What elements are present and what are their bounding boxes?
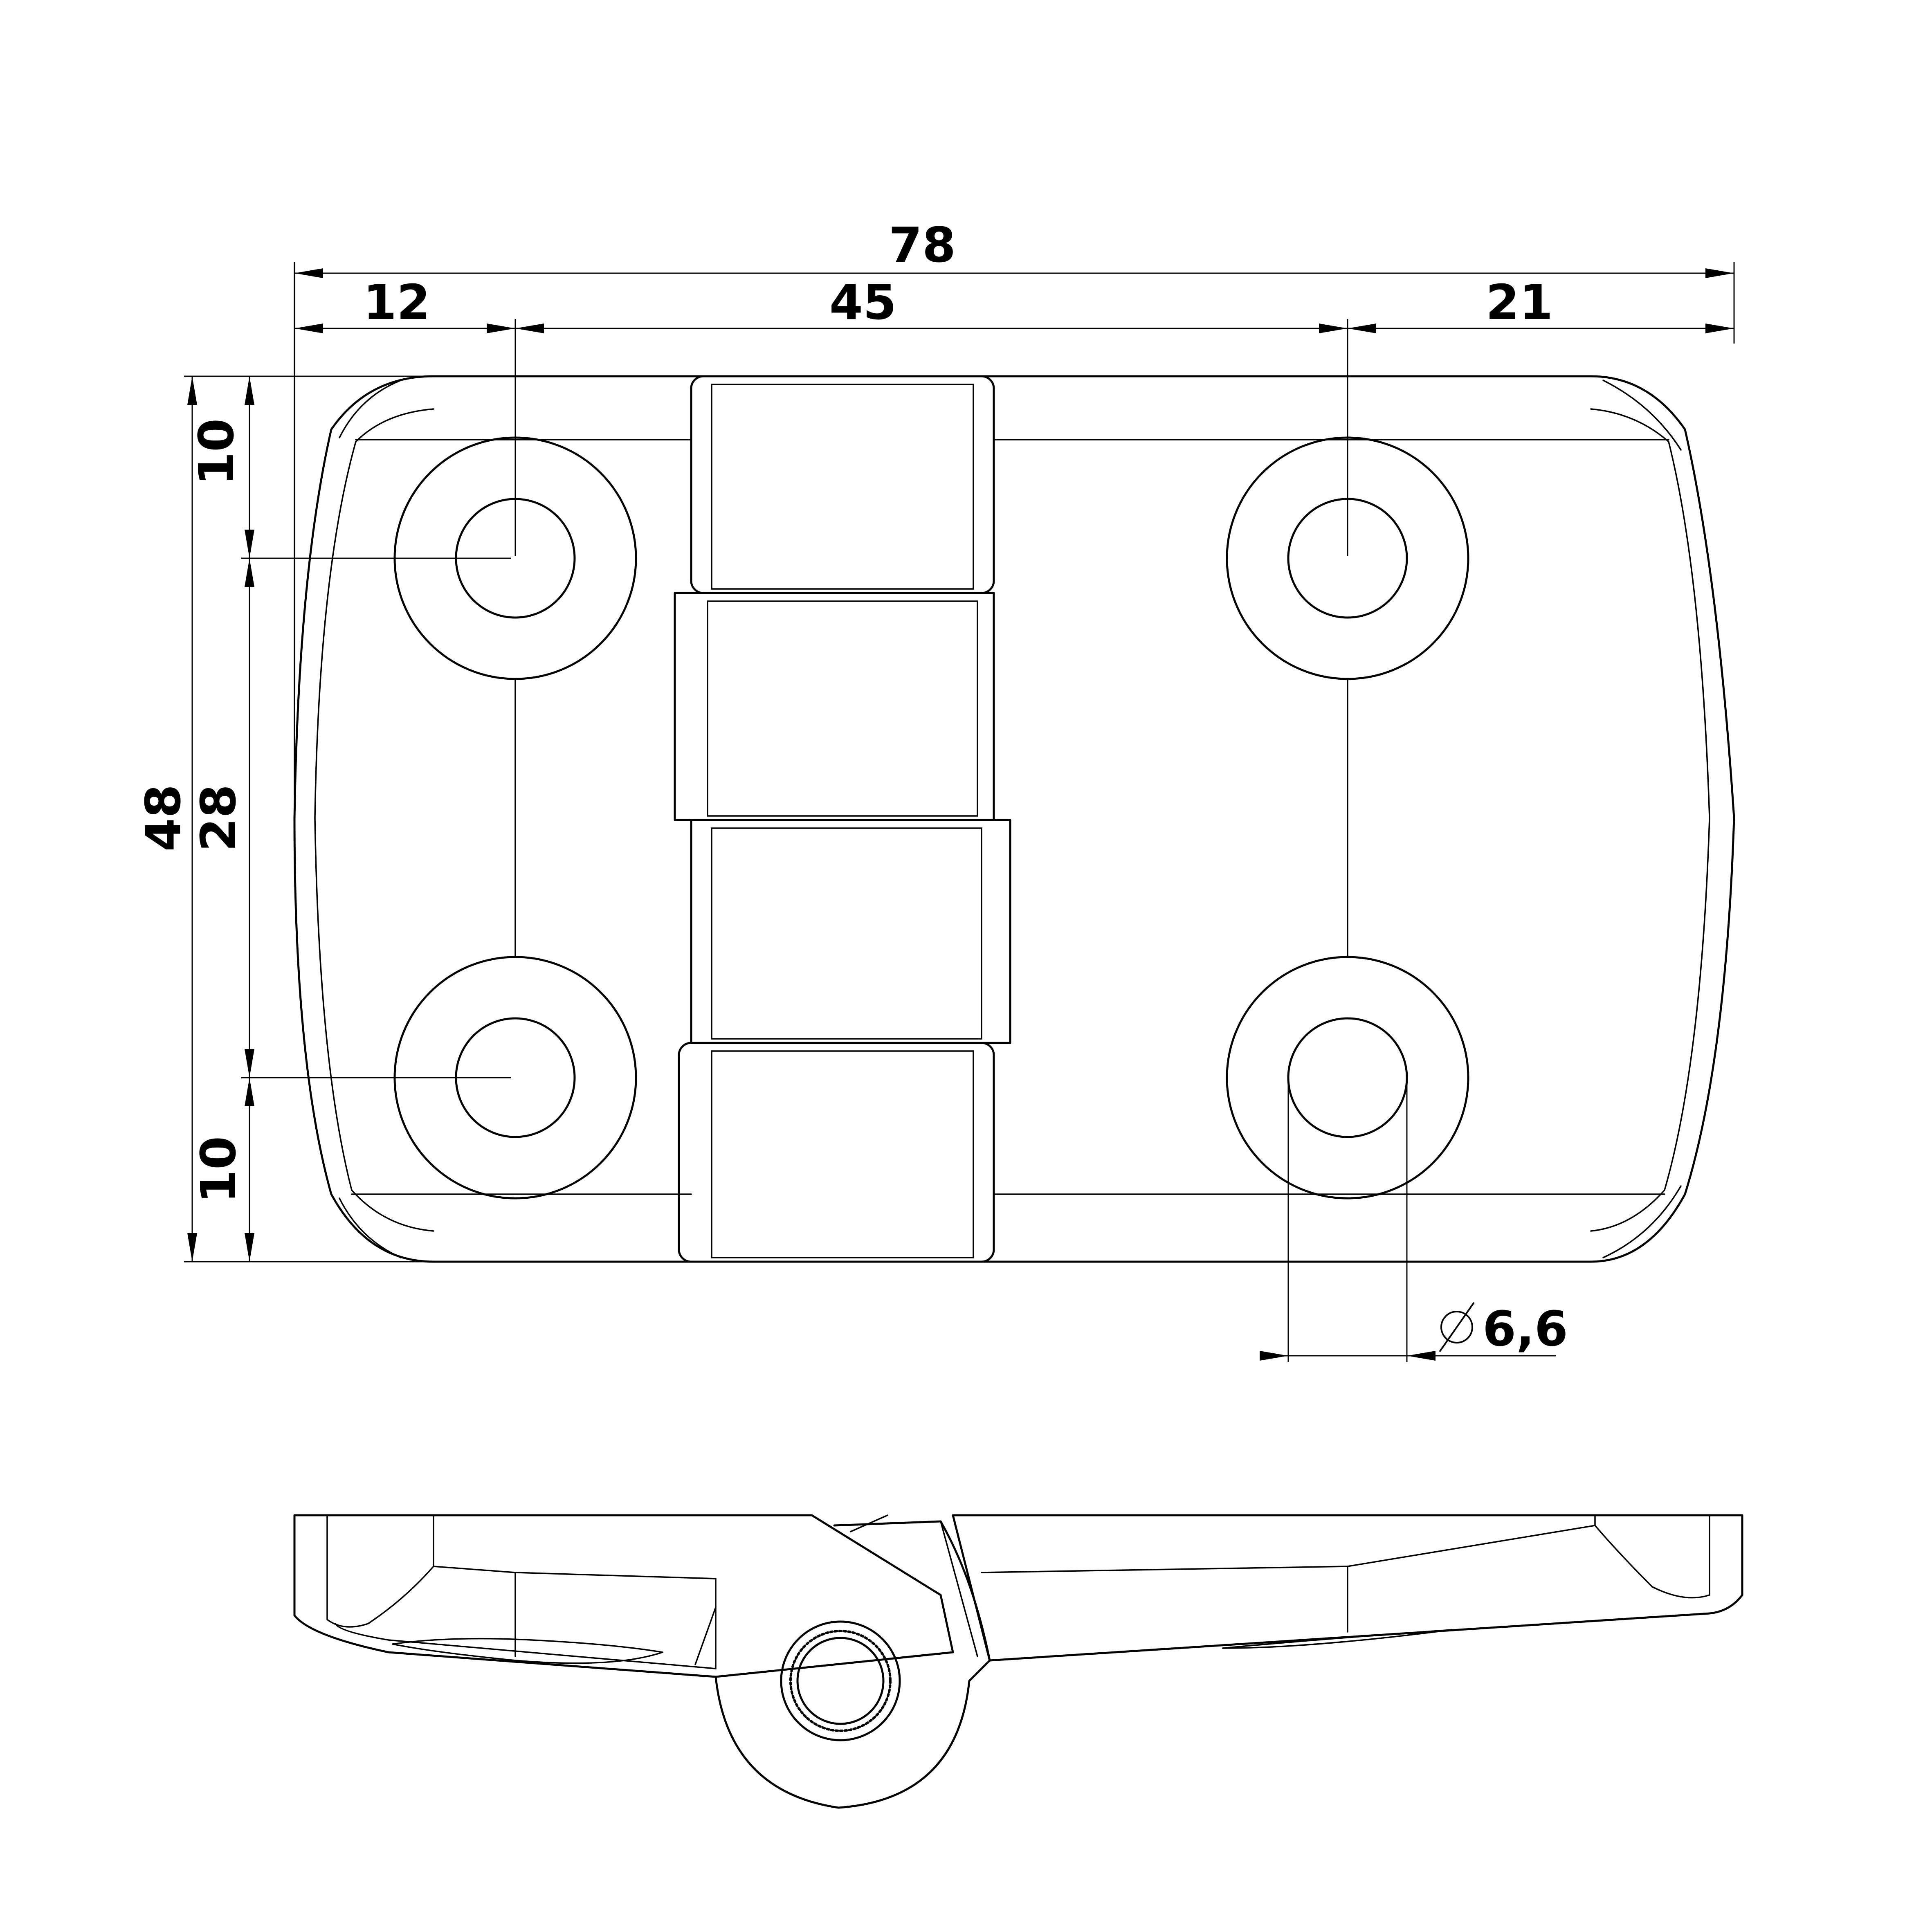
label-overall-height: 48: [135, 784, 191, 851]
side-right-leaf-inner: [981, 1514, 1710, 1599]
label-overall-width: 78: [889, 217, 956, 273]
label-hole-spacing-x: 45: [829, 274, 896, 330]
mounting-hole-br: [1226, 956, 1469, 1200]
side-pin-inner: [796, 1637, 885, 1725]
dimension-labels: 78 12 45 21 10 48 28 10 6,6: [135, 217, 1568, 1357]
knuckle-3-inner: [711, 827, 982, 1040]
side-pin-outer: [780, 1620, 901, 1741]
dimension-lines: [184, 262, 1735, 1362]
knuckle-4: [678, 1042, 995, 1263]
label-bottom-offset: 10: [190, 1136, 247, 1203]
corner-detail-bl: [339, 1197, 402, 1258]
diameter-symbol-icon: [1439, 1302, 1475, 1352]
knuckle-1-inner: [711, 384, 974, 590]
knuckle-4-inner: [711, 1050, 974, 1258]
knuckle-2-inner: [707, 600, 978, 817]
knuckle-3: [690, 819, 1011, 1044]
knuckle-2: [674, 592, 995, 821]
label-left-offset: 12: [363, 274, 430, 330]
side-left-leaf-inner: [326, 1514, 717, 1669]
label-hole-diameter: 6,6: [1483, 1301, 1568, 1357]
side-hinge-barrel: [714, 1520, 991, 1809]
hinge-top-view: [293, 375, 1735, 1263]
label-right-offset: 21: [1486, 274, 1553, 330]
corner-detail-tr: [1602, 380, 1682, 451]
hinge-knuckles: [674, 375, 1011, 1263]
corner-detail-br: [1602, 1185, 1682, 1258]
label-hole-spacing-y: 28: [190, 784, 247, 851]
plate-outline: [293, 375, 1735, 1263]
corner-detail-tl: [339, 380, 402, 438]
hinge-side-view: [293, 1514, 1743, 1809]
side-left-leaf: [293, 1514, 954, 1678]
side-pin-knurl: [789, 1630, 892, 1732]
label-top-offset: 10: [188, 418, 245, 485]
plate-chamfer-line: [314, 408, 1710, 1232]
knuckle-1: [690, 375, 995, 594]
side-right-leaf: [952, 1514, 1743, 1662]
